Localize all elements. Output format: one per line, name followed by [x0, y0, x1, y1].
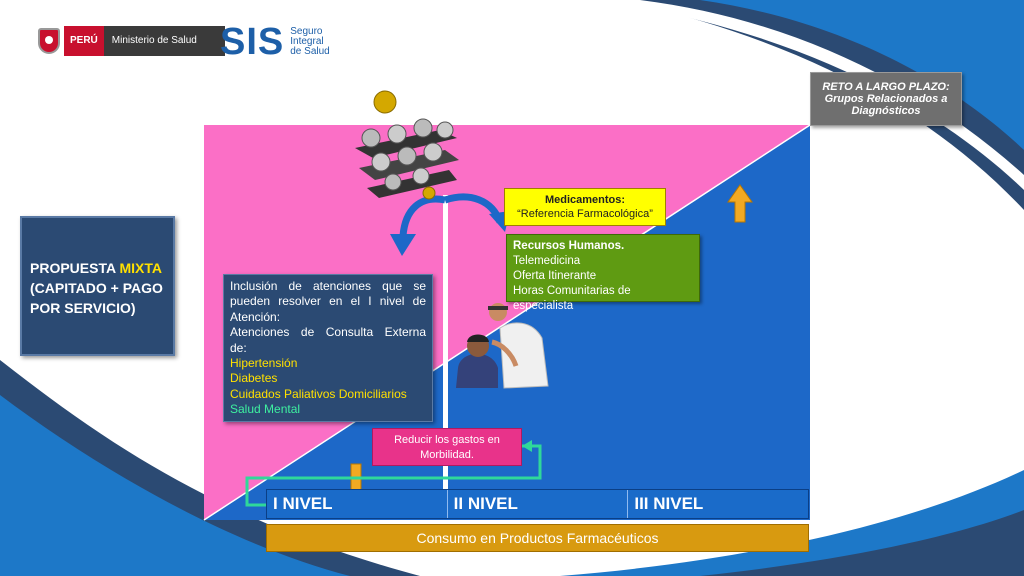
level-divider [443, 195, 448, 495]
inclusion-line-4: Atenciones de Consulta Externa [230, 325, 426, 340]
niveles-bar: I NIVEL II NIVEL III NIVEL [266, 489, 809, 519]
minsa-logo: PERÚ Ministerio de Salud [38, 26, 225, 56]
propuesta-line-1: PROPUESTA MIXTA [30, 260, 162, 276]
propuesta-line-2: (CAPITADO + PAGO [30, 280, 163, 296]
inclusion-atenciones-box: Inclusión de atenciones que se pueden re… [223, 274, 433, 422]
reducir-line-2: Morbilidad. [420, 449, 474, 461]
reto-largo-plazo-box: RETO A LARGO PLAZO: Grupos Relacionados … [810, 72, 962, 126]
inclusion-line-2: pueden resolver en el I nivel de [230, 294, 426, 309]
nivel-ii: II NIVEL [446, 490, 628, 518]
recursos-item: Horas Comunitarias de especialista [513, 285, 631, 312]
sis-logo-text: SIS [220, 21, 285, 63]
recursos-item: Oferta Itinerante [513, 270, 597, 282]
minsa-name: Ministerio de Salud [103, 26, 225, 56]
propuesta-mixta-box: PROPUESTA MIXTA (CAPITADO + PAGO POR SER… [20, 216, 175, 356]
inclusion-line-5: de: [230, 340, 247, 355]
reto-line-3: Diagnósticos [851, 105, 921, 117]
sis-logo: SIS Seguro Integral de Salud [220, 22, 330, 62]
recursos-title: Recursos Humanos. [513, 240, 625, 252]
up-arrow-icon [727, 184, 753, 223]
reto-title: RETO A LARGO PLAZO: [822, 81, 950, 93]
newtons-cradle-icon [355, 90, 459, 200]
reducir-gastos-box: Reducir los gastos en Morbilidad. [372, 428, 522, 466]
minsa-country: PERÚ [64, 26, 104, 56]
medicamentos-title: Medicamentos: [544, 194, 626, 206]
inclusion-line-3: Atención: [230, 309, 281, 324]
top-right-swoosh-light [700, 0, 1024, 150]
reto-line-2: Grupos Relacionados a [824, 93, 948, 105]
condition-item: Hipertensión [230, 356, 298, 371]
consumo-farmaceuticos-bar: Consumo en Productos Farmacéuticos [266, 524, 809, 552]
peru-shield-icon [38, 28, 60, 54]
recursos-item: Telemedicina [513, 255, 581, 267]
curved-arrow-left-icon [399, 195, 446, 237]
propuesta-line-3: POR SERVICIO) [30, 300, 136, 316]
medicamentos-box: Medicamentos: “Referencia Farmacológica” [504, 188, 666, 226]
propuesta-highlight: MIXTA [119, 260, 162, 276]
sis-subtitle: Seguro Integral de Salud [290, 26, 330, 57]
curved-arrow-left-head [390, 234, 416, 256]
nivel-iii: III NIVEL [627, 490, 808, 518]
medicamentos-subtitle: “Referencia Farmacológica” [517, 208, 653, 220]
connector-line [245, 444, 542, 507]
nivel-i: I NIVEL [273, 494, 333, 513]
recursos-humanos-box: Recursos Humanos. Telemedicina Oferta It… [506, 234, 700, 312]
connector-arrow-head [522, 440, 532, 452]
inclusion-line-1: Inclusión de atenciones que se [230, 279, 426, 293]
reducir-line-1: Reducir los gastos en [394, 434, 500, 446]
bottom-left-swoosh-light [0, 395, 350, 576]
condition-item: Diabetes [230, 371, 278, 386]
bottom-right-swoosh-dark [700, 510, 1024, 576]
doctor-patient-icon [456, 303, 549, 389]
condition-item-salud-mental: Salud Mental [230, 402, 301, 417]
condition-item: Cuidados Paliativos Domiciliarios [230, 386, 407, 401]
diagonal-edge [203, 124, 811, 521]
